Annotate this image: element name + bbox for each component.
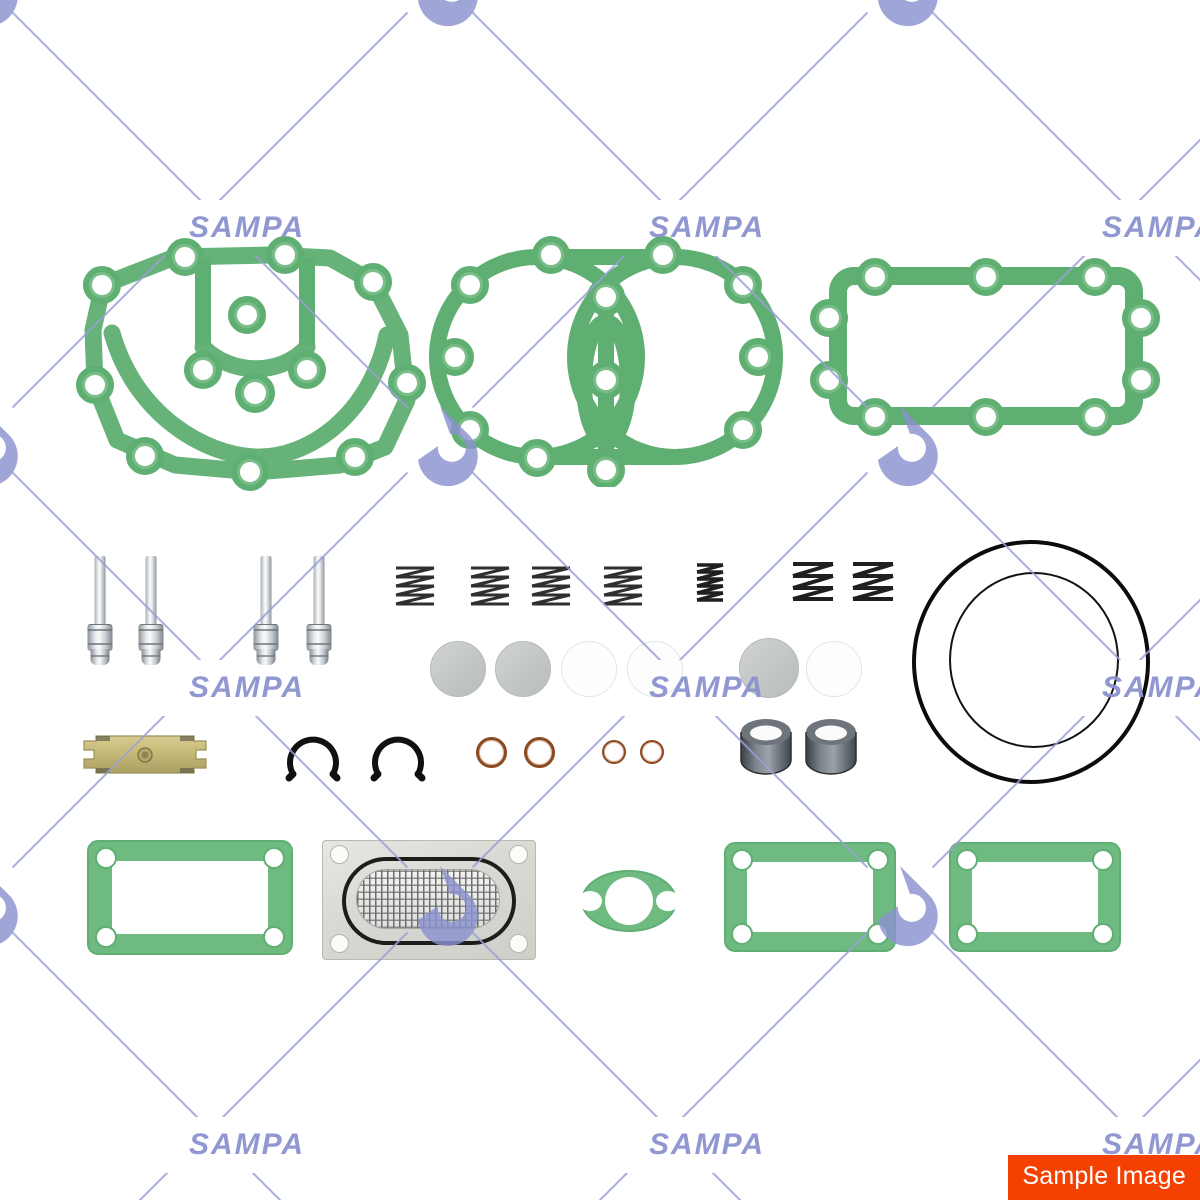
valve-disc (561, 641, 617, 697)
connecting-rod-bushing (805, 719, 857, 775)
filter-mount-hole (330, 845, 349, 864)
cylinder-head-gasket (429, 236, 783, 487)
valve-stem (84, 556, 116, 666)
valve-retainer-bracket (83, 735, 207, 774)
copper-sealing-ring (640, 740, 664, 764)
flange-gasket-middle (724, 842, 896, 952)
valve-spring (395, 566, 435, 606)
valve-spring (531, 566, 571, 606)
valve-disc (495, 641, 551, 697)
valve-spring (852, 562, 894, 601)
valve-disc (806, 641, 862, 697)
valve-disc (430, 641, 486, 697)
valve-spring (696, 563, 724, 602)
connecting-rod-bushing (740, 719, 792, 775)
valve-disc (627, 641, 683, 697)
copper-sealing-ring (602, 740, 626, 764)
copper-sealing-ring (476, 737, 507, 768)
copper-sealing-ring (524, 737, 555, 768)
valve-spring (470, 566, 510, 606)
air-filter-mesh (356, 869, 500, 929)
crankcase-cover-gasket (76, 236, 426, 491)
flange-gasket-right (949, 842, 1121, 952)
valve-stem (250, 556, 282, 666)
filter-mount-hole (330, 934, 349, 953)
valve-stem (135, 556, 167, 666)
snap-ring-circlip (370, 736, 426, 782)
piston-o-ring-inner-edge (949, 572, 1119, 748)
sample-image-banner: Sample Image (1008, 1155, 1200, 1200)
oval-flange-gasket (578, 870, 680, 932)
valve-spring (792, 562, 834, 601)
snap-ring-circlip (285, 736, 341, 782)
valve-stem (303, 556, 335, 666)
filter-mount-hole (509, 845, 528, 864)
flange-gasket-left (87, 840, 293, 955)
valve-plate-gasket-large (810, 258, 1160, 436)
valve-disc (739, 638, 799, 698)
valve-spring (603, 566, 643, 606)
filter-mount-hole (509, 934, 528, 953)
